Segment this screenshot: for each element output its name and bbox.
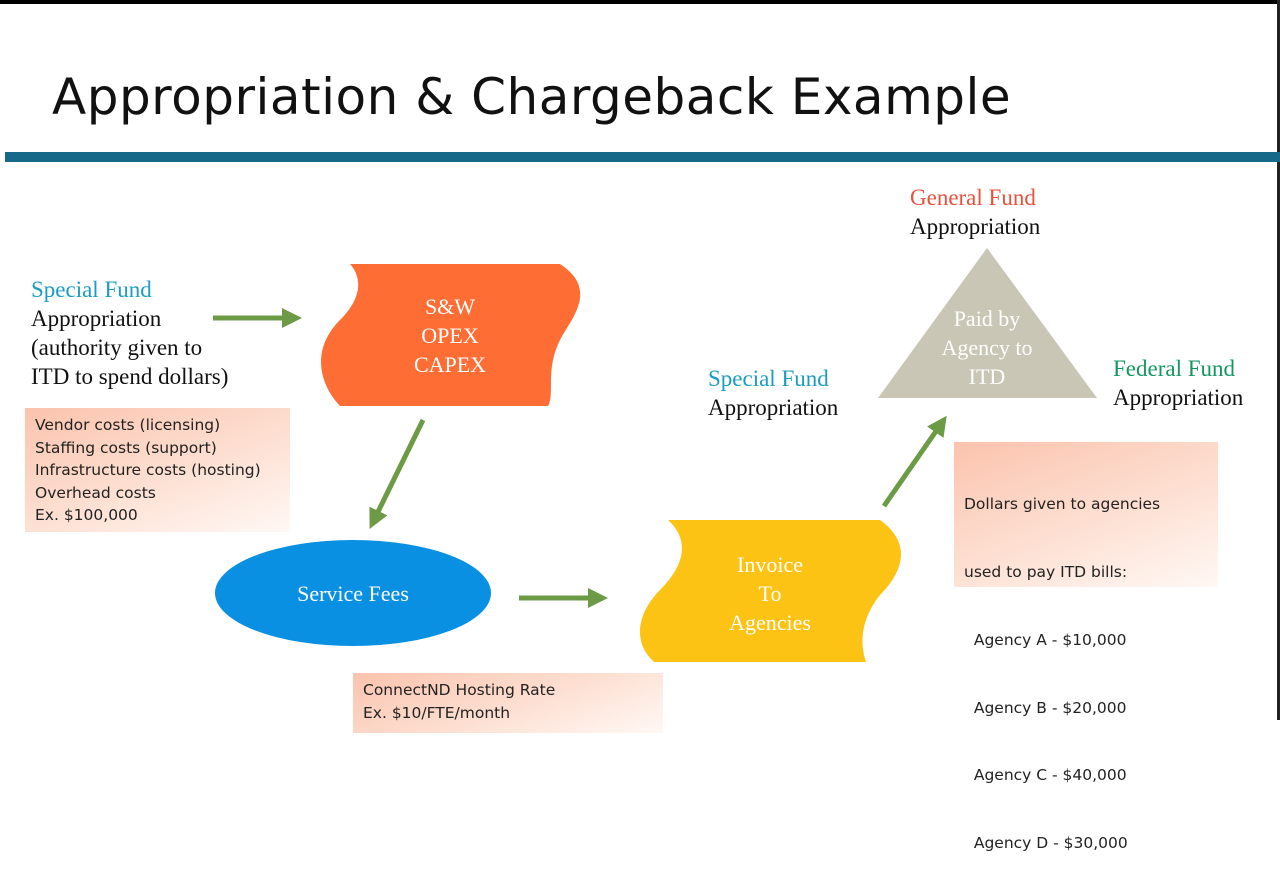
expense-label: S&W OPEX CAPEX [380, 292, 520, 379]
invoice-label: Invoice To Agencies [700, 550, 840, 637]
top-border [0, 0, 1280, 4]
text-line: Infrastructure costs (hosting) [35, 461, 261, 480]
service-fees-ellipse [215, 540, 491, 646]
text-line: used to pay ITD bills: [964, 562, 1128, 581]
cost-note: Vendor costs (licensing) Staffing costs … [25, 408, 290, 532]
text-line: OPEX [421, 323, 479, 348]
arrow-expense-to-fees [369, 418, 426, 529]
text-line: Agency D - $30,000 [964, 834, 1128, 853]
right-border [1277, 0, 1280, 720]
expense-wave-shape [321, 264, 581, 406]
invoice-wave-shape [639, 520, 901, 662]
text-line: ConnectND Hosting Rate [363, 681, 556, 699]
text-line: Staffing costs (support) [35, 438, 217, 457]
fund-name: Special Fund [708, 366, 829, 391]
text-line: Paid by [953, 306, 1021, 331]
text-line: Appropriation [1113, 385, 1244, 410]
text-line: CAPEX [413, 352, 487, 377]
text-line: Agency to [941, 335, 1033, 360]
text-line: Dollars given to agencies [964, 495, 1161, 514]
right-special-fund: Special Fund Appropriation [708, 364, 838, 422]
fund-name: General Fund [910, 185, 1036, 210]
text-line: Ex. $10/FTE/month [363, 703, 511, 722]
text-line: Agency C - $40,000 [964, 766, 1127, 785]
slide-title: Appropriation & Chargeback Example [52, 68, 1012, 126]
payment-triangle-shape [878, 248, 1097, 398]
text-line: ITD [968, 364, 1006, 389]
text-line: Invoice [737, 552, 803, 577]
text-line: Overhead costs [35, 483, 156, 502]
federal-fund: Federal Fund Appropriation [1113, 354, 1243, 412]
text-line: Appropriation [910, 214, 1041, 239]
text-line: Vendor costs (licensing) [35, 416, 221, 434]
left-special-fund: Special Fund Appropriation (authority gi… [31, 275, 228, 391]
text-line: To [758, 581, 782, 606]
text-line: ITD to spend dollars) [31, 364, 229, 389]
text-line: Agency A - $10,000 [964, 630, 1127, 649]
service-fees-label: Service Fees [297, 581, 409, 606]
fund-name: Federal Fund [1113, 356, 1236, 381]
text-line: (authority given to [31, 335, 203, 360]
text-line: S&W [424, 294, 476, 319]
text-line: Agencies [729, 610, 811, 635]
text-line: Appropriation [31, 306, 162, 331]
rate-note: ConnectND Hosting Rate Ex. $10/FTE/month [353, 673, 663, 733]
text-line: Appropriation [708, 395, 839, 420]
text-line: Agency B - $20,000 [964, 698, 1127, 717]
agency-note: Dollars given to agencies used to pay IT… [954, 442, 1218, 852]
diagram-shapes [213, 248, 1097, 662]
payment-label: Paid by Agency to ITD [917, 304, 1057, 391]
general-fund: General Fund Appropriation [910, 183, 1040, 241]
arrow-invoice-to-payment [881, 415, 947, 508]
fund-name: Special Fund [31, 277, 152, 302]
title-rule [5, 152, 1280, 162]
text-line: Ex. $100,000 [35, 506, 138, 525]
